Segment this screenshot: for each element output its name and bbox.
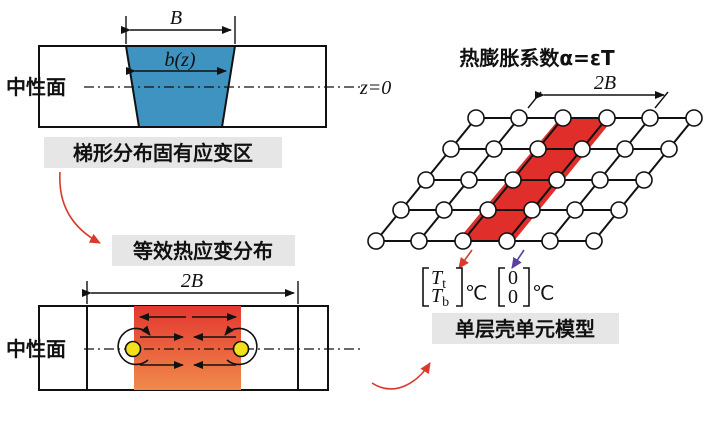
shell-node (529, 140, 547, 158)
moment-arc-left (117, 325, 151, 366)
shell-node (523, 201, 541, 219)
moment-arc-right (224, 325, 258, 366)
bottom-title-bg (112, 235, 295, 266)
shell-node (498, 232, 516, 250)
shell-node (554, 109, 572, 127)
shell-node (541, 232, 559, 250)
shell-node (635, 171, 653, 189)
pointer-arrow-band (458, 249, 473, 269)
temperature-vector-cold: 0 0 ℃ (498, 267, 554, 308)
bracket-left-open (422, 267, 429, 307)
shell-node (367, 232, 385, 250)
vec-right-bottom: 0 (508, 286, 518, 308)
shell-node (485, 140, 503, 158)
vec-left-bottom: Tb (431, 285, 449, 310)
bottom-title: 等效热应变分布 (133, 239, 273, 263)
shell-node (641, 109, 659, 127)
top-caption: 梯形分布固有应变区 (73, 141, 253, 165)
right-dim-tick-left (527, 91, 542, 109)
right-dim-label: 2B (594, 72, 616, 94)
node-left (124, 340, 142, 358)
vec-left-top: Tt (431, 267, 446, 292)
shell-node (598, 109, 616, 127)
heated-zone (134, 306, 241, 390)
top-caption-bg (44, 137, 282, 168)
shell-node (454, 232, 472, 250)
shell-node (460, 171, 478, 189)
unit-left: ℃ (465, 283, 487, 305)
unit-right: ℃ (532, 283, 554, 305)
right-caption-bg (432, 313, 619, 344)
right-caption: 单层壳单元模型 (455, 317, 595, 341)
shell-node (548, 171, 566, 189)
right-dim-tick-right (654, 91, 669, 109)
shell-node (573, 140, 591, 158)
bracket-right-open (498, 267, 505, 307)
top-dim-label: B (170, 7, 182, 29)
shell-node (610, 201, 628, 219)
shell-node (392, 201, 410, 219)
shell-nodes (367, 109, 703, 250)
shell-node (591, 171, 609, 189)
shell-node (510, 109, 528, 127)
z-zero-label: z=0 (359, 77, 391, 99)
pointer-arrow-outside (511, 249, 525, 269)
trapezoid-zone (124, 45, 237, 128)
bottom-panel: 等效热应变分布 2B 中性面 (6, 235, 360, 391)
node-right (232, 340, 250, 358)
shell-node (417, 171, 435, 189)
temperature-vector-heated: Tt Tb ℃ (422, 267, 487, 310)
shell-node (479, 201, 497, 219)
connector-bottom-to-right (371, 362, 431, 390)
shell-node (410, 232, 428, 250)
shell-node (435, 201, 453, 219)
bracket-right-close (523, 267, 530, 307)
connector-top-to-middle (59, 171, 101, 244)
vec-right-top: 0 (508, 267, 518, 289)
top-neutral-label: 中性面 (6, 75, 66, 99)
shell-node (585, 232, 603, 250)
shell-node (467, 109, 485, 127)
right-panel: 热膨胀系数α=εT 2B (367, 46, 703, 344)
bracket-left-close (456, 267, 463, 307)
shell-node (685, 109, 703, 127)
shell-node (442, 140, 460, 158)
shell-node (616, 140, 634, 158)
bottom-neutral-label: 中性面 (6, 337, 66, 361)
bz-label: b(z) (164, 49, 195, 71)
top-panel: B b(z) 中性面 z=0 梯形分布固有应变区 (6, 7, 391, 168)
right-title: 热膨胀系数α=εT (459, 46, 615, 70)
shell-node (660, 140, 678, 158)
shell-node (566, 201, 584, 219)
bottom-dim-label: 2B (181, 270, 203, 292)
shell-node (504, 171, 522, 189)
